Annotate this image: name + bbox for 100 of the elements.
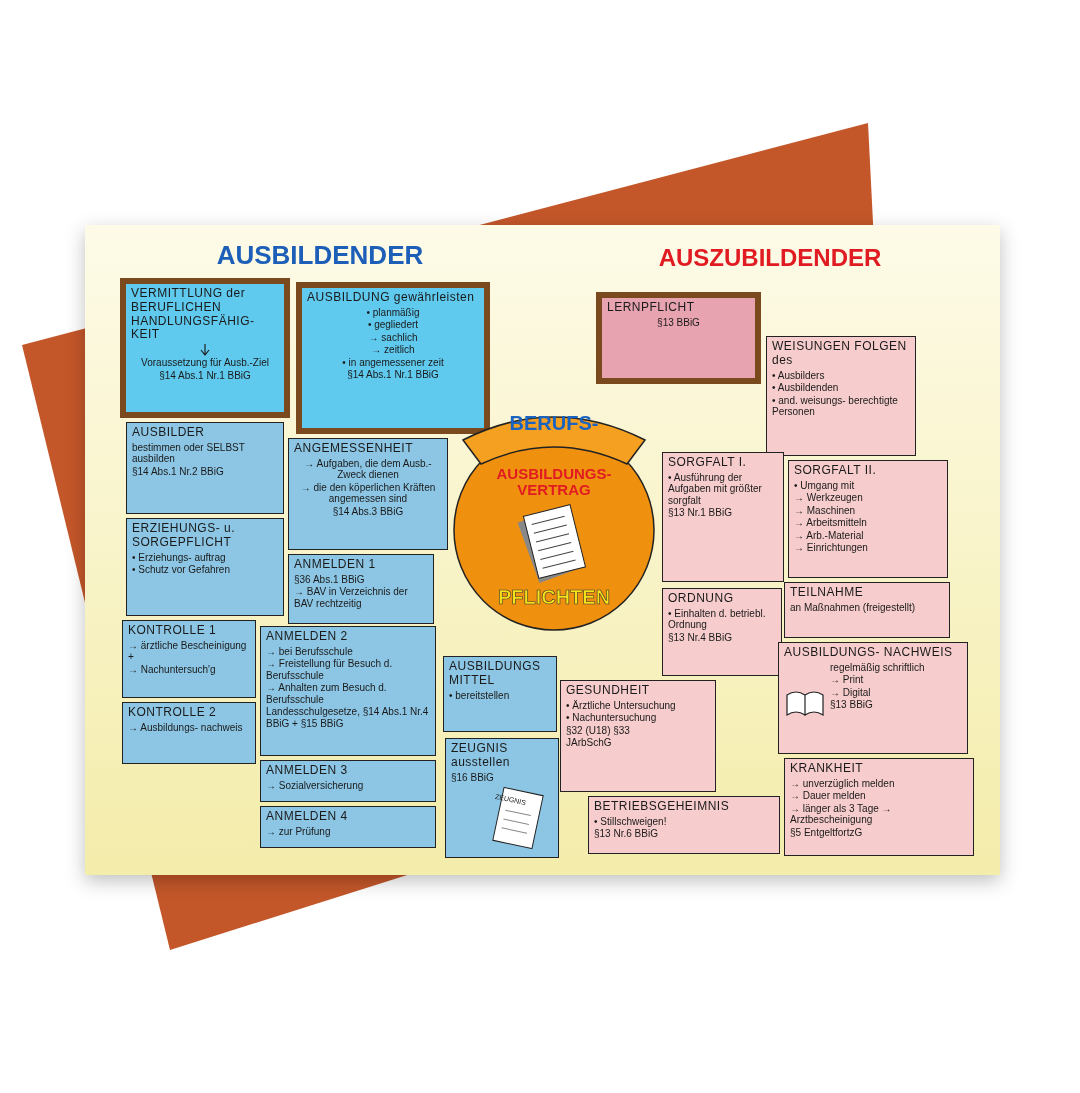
card-title: WEISUNGEN FOLGEN des: [772, 340, 908, 368]
card-text: → Werkzeugen: [794, 492, 864, 504]
card-text: • Ausbilders: [772, 369, 826, 382]
card-text: JArbSchG: [566, 737, 613, 749]
card-text: §13 Nr.1 BBiG: [668, 507, 733, 519]
note-card: [766, 336, 916, 456]
card-title: SORGFALT II.: [794, 464, 878, 478]
note-card: [122, 620, 256, 698]
card-text: → bei Berufsschule: [266, 645, 354, 658]
card-text: → Digital: [830, 686, 872, 699]
note-card: [126, 518, 284, 616]
card-title: ANMELDEN 3: [266, 764, 349, 778]
card-text: §36 Abs.1 BBiG: [294, 573, 366, 586]
card-title: GESUNDHEIT: [566, 684, 651, 698]
card-text: → die den köperlichen Kräften angemessen sind: [299, 481, 437, 505]
note-card: [445, 738, 559, 858]
card-text: §14 Abs.1 Nr.1 BBiG: [346, 369, 440, 381]
card-text: → zeitlich: [370, 344, 416, 356]
column-heading: AUSZUBILDENDER: [657, 244, 883, 272]
card-text: regelmäßig schriftlich: [830, 661, 926, 674]
card-title: ANGEMESSENHEIT: [294, 442, 415, 456]
card-text: → BAV in Verzeichnis der BAV rechtzeitig: [294, 586, 409, 610]
card-text: → länger als 3 Tage → Arztbescheinigung: [790, 802, 893, 826]
note-card: [784, 758, 974, 856]
card-title: ANMELDEN 1: [294, 558, 377, 572]
card-title: AUSBILDUNG gewährleisten: [307, 291, 476, 305]
note-card: [260, 806, 436, 848]
card-text: → zur Prüfung: [266, 825, 332, 838]
card-text: → Anhalten zum Besuch d. Berufsschule: [266, 682, 388, 706]
note-card: [784, 582, 950, 638]
framed-board: [596, 292, 761, 384]
card-text: → ärztliche Bescheinigung +: [128, 639, 248, 663]
card-text: → Einrichtungen: [794, 542, 869, 554]
card-text: • Ausführung der Aufgaben mit größter sorgfalt: [668, 471, 763, 507]
note-card: [662, 588, 782, 676]
note-card: [122, 702, 256, 764]
framed-board: [120, 278, 290, 418]
topic-title: AUSBILDUNGS- VERTRAG: [495, 466, 613, 498]
card-text: → Aufgaben, die dem Ausb.-Zweck dienen: [303, 457, 433, 481]
card-title: KRANKHEIT: [790, 762, 865, 776]
note-card: [588, 796, 780, 854]
card-text: §13 Nr.6 BBiG: [594, 828, 659, 840]
note-card: [288, 554, 434, 624]
topic-title: PFLICHTEN: [496, 586, 612, 609]
card-text: → Arbeitsmitteln: [794, 517, 868, 529]
card-text: §14 Abs.3 BBiG: [331, 505, 405, 518]
note-card: [560, 680, 716, 792]
card-text: §32 (U18) §33: [566, 724, 631, 737]
card-text: → Arb.-Material: [794, 529, 865, 542]
card-title: BETRIEBSGEHEIMNIS: [594, 800, 731, 814]
card-text: §14 Abs.1 Nr.2 BBiG: [132, 465, 225, 478]
card-title: VERMITTLUNG der BERUFLICHEN HANDLUNGSFÄHIG- KEIT: [131, 287, 256, 343]
card-title: AUSBILDER: [132, 426, 206, 440]
card-text: • planmäßig: [365, 306, 421, 319]
card-text: §16 BBiG: [451, 771, 495, 784]
note-card: [443, 656, 557, 732]
note-card: [288, 438, 448, 550]
card-text: §13 BBiG: [830, 699, 874, 711]
card-text: §5 EntgeltfortzG: [790, 826, 864, 839]
card-text: → Sozialversicherung: [266, 779, 365, 792]
card-text: §13 Nr.4 BBiG: [668, 631, 733, 644]
card-text: → unverzüglich melden: [790, 777, 896, 790]
card-text: • and. weisungs- berechtigte Personen: [772, 394, 899, 418]
card-text: • Schutz vor Gefahren: [132, 564, 231, 576]
column-heading: AUSBILDENDER: [215, 240, 425, 271]
card-text: → sachlich: [367, 331, 419, 344]
note-card: [778, 642, 968, 754]
card-text: bestimmen oder SELBST ausbilden: [132, 441, 246, 465]
card-title: AUSBILDUNGS- NACHWEIS: [784, 646, 954, 660]
topic-title: BERUFS-: [508, 412, 600, 435]
card-text: • gegliedert: [366, 319, 420, 331]
card-title: KONTROLLE 1: [128, 624, 218, 638]
card-text: → Nachuntersuch'g: [128, 663, 217, 676]
card-text: §13 BBiG: [656, 316, 701, 329]
card-title: AUSBILDUNGS MITTEL: [449, 660, 542, 688]
card-title: TEILNAHME: [790, 586, 865, 600]
card-text: Voraussetzung für Ausb.-Ziel: [140, 357, 270, 369]
card-text: • Erziehungs- auftrag: [132, 551, 227, 564]
card-text: Landesschulgesetze, §14 Abs.1 Nr.4 BBiG + §15 BBiG: [266, 706, 430, 730]
card-text: • Einhalten d. betriebl. Ordnung: [668, 607, 767, 631]
card-title: KONTROLLE 2: [128, 706, 218, 720]
card-text: • Stillschweigen!: [594, 815, 668, 828]
card-text: §14 Abs.1 Nr.1 BBiG: [158, 369, 252, 382]
card-text: • Nachuntersuchung: [566, 712, 658, 724]
note-card: [126, 422, 284, 514]
card-text: → Dauer melden: [790, 790, 867, 802]
card-text: an Maßnahmen (freigestellt): [790, 601, 917, 614]
card-text: → Ausbildungs- nachweis: [128, 721, 244, 734]
card-title: ERZIEHUNGS- u. SORGEPFLICHT: [132, 522, 236, 550]
card-text: • Ärztliche Untersuchung: [566, 699, 677, 712]
card-title: ZEUGNIS ausstellen: [451, 742, 512, 770]
card-text: • Ausbildenden: [772, 382, 840, 394]
card-title: LERNPFLICHT: [607, 301, 696, 315]
card-text: → Freistellung für Besuch d. Berufsschule: [266, 658, 394, 682]
card-title: SORGFALT I.: [668, 456, 748, 470]
card-text: → Maschinen: [794, 504, 857, 517]
card-text: → Print: [830, 674, 865, 686]
card-title: ORDNUNG: [668, 592, 735, 606]
note-card: [788, 460, 948, 578]
card-text: • Umgang mit: [794, 479, 856, 492]
